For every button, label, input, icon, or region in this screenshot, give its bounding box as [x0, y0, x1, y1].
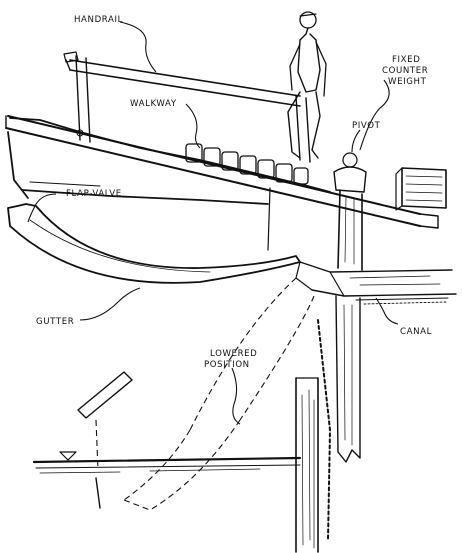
- gutter-body: [7, 117, 331, 251]
- label-counterweight-line2: COUNTER: [382, 66, 428, 76]
- canal-trough: [295, 261, 457, 305]
- operator-figure: [287, 11, 327, 159]
- water-surface: [32, 451, 302, 474]
- labels: HANDRAIL WALKWAY FIXED COUNTER WEIGHT PI…: [36, 15, 432, 370]
- leader-lines: [27, 21, 399, 425]
- label-pivot: PIVOT: [352, 121, 381, 131]
- lever-beam: [5, 115, 439, 229]
- label-canal: CANAL: [400, 327, 432, 337]
- pivot-post: [333, 152, 367, 271]
- label-flap-valve: FLAP-VALVE: [66, 189, 122, 199]
- label-handrail: HANDRAIL: [74, 15, 123, 25]
- canal-bank-post: [335, 295, 361, 463]
- label-gutter: GUTTER: [36, 317, 74, 327]
- flap-valve: [7, 203, 301, 284]
- label-counterweight-line3: WEIGHT: [388, 77, 427, 87]
- lowered-position-outline: [123, 277, 315, 511]
- label-walkway: WALKWAY: [130, 99, 177, 109]
- canal-pile: [295, 319, 331, 553]
- submerged-flap: [77, 371, 133, 509]
- walkway-slats: [185, 143, 309, 185]
- counter-weight-crate: [395, 167, 447, 211]
- label-lowered-line1: LOWERED: [210, 349, 257, 359]
- handrail: [63, 51, 311, 163]
- label-lowered-line2: POSITION: [204, 360, 250, 370]
- label-counterweight-line1: FIXED: [392, 55, 420, 65]
